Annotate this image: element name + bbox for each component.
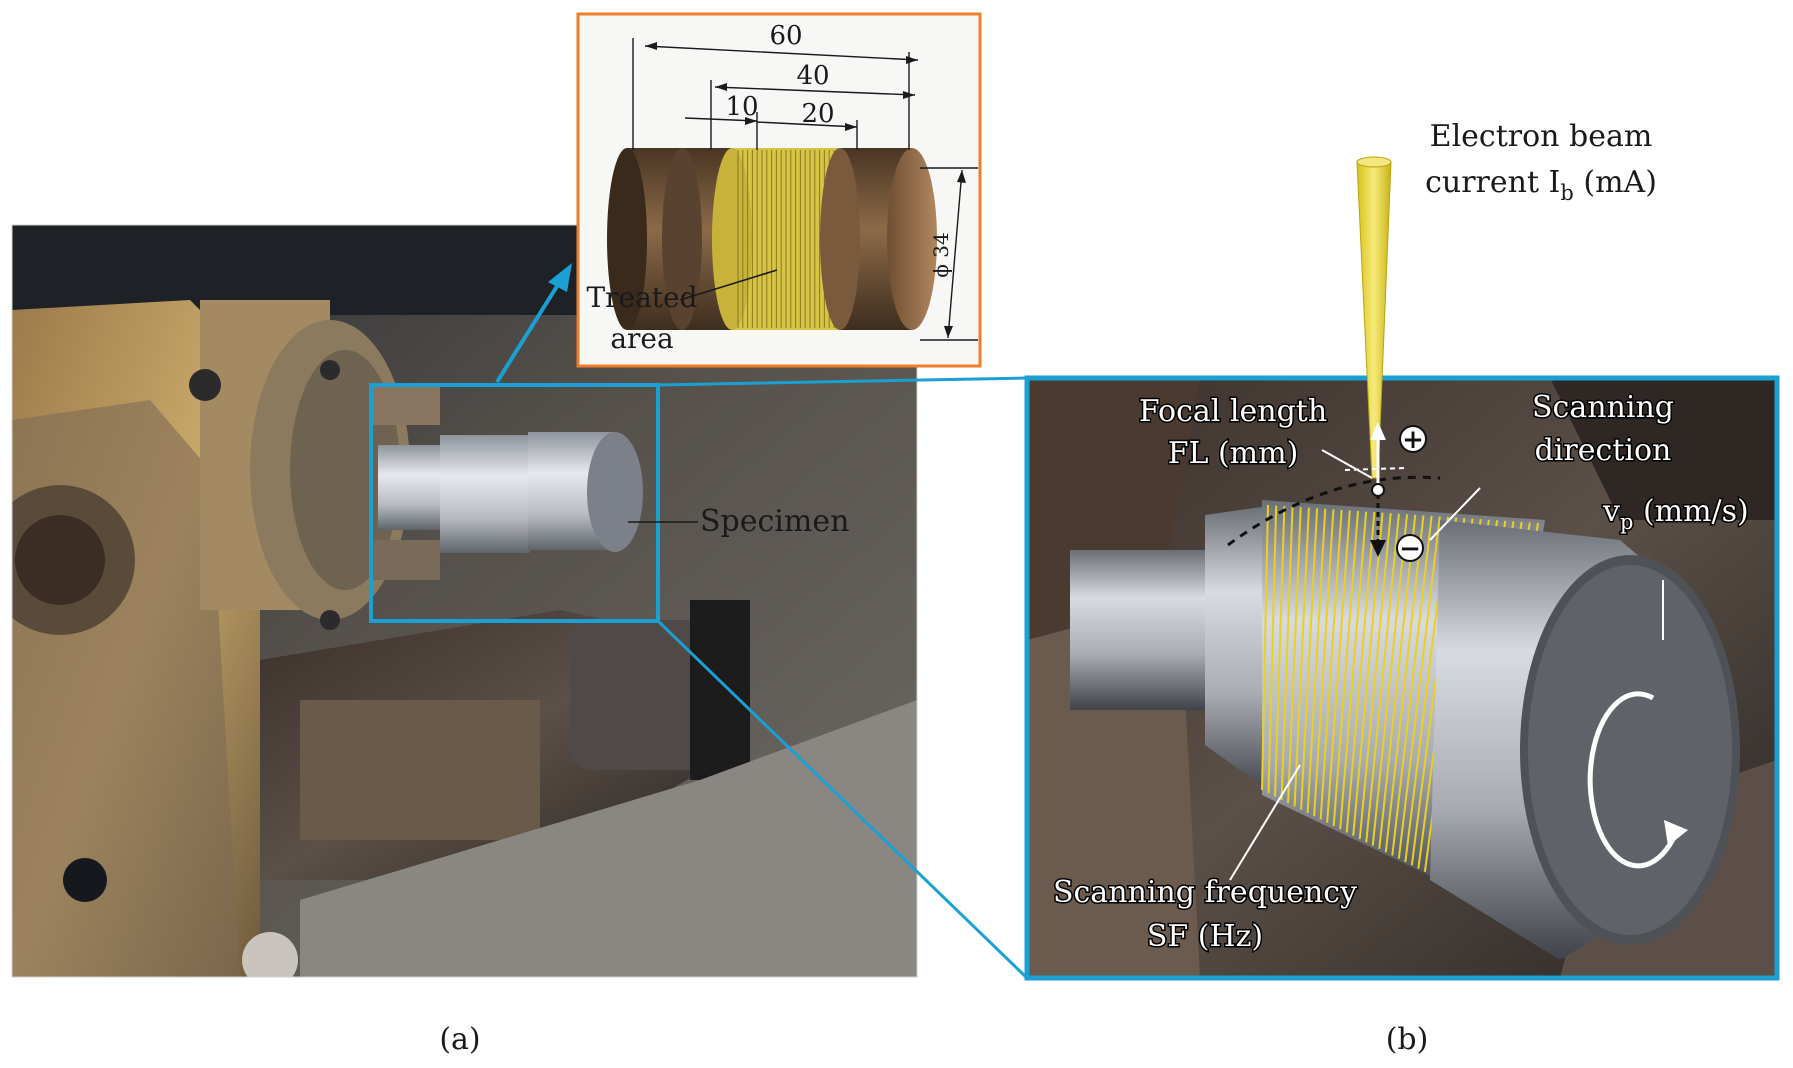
dim-line-dia (947, 169, 963, 339)
freq-label-line2: SF (Hz) (1147, 919, 1263, 954)
scan-track-stripe (1391, 515, 1433, 856)
dim-line-20 (756, 121, 858, 128)
arrow-10-right (745, 117, 757, 125)
arrow-dia-bottom (944, 326, 953, 338)
focal-plane-dashed (1344, 467, 1406, 471)
dim-label-diameter: ϕ 34 (929, 232, 953, 277)
beam-label-line2: current Ib (mA) (1425, 165, 1657, 205)
right-section-edge (820, 148, 860, 330)
scan-track-stripe (1339, 511, 1368, 830)
scan-track-stripe (1293, 507, 1310, 807)
scan-track-stripe (1358, 513, 1392, 840)
dim-label-20: 20 (801, 99, 834, 129)
scan-track-stripe (1267, 505, 1278, 794)
freq-label-line1: Scanning frequency (1053, 875, 1357, 910)
arrow-dia-top (957, 170, 966, 183)
panel-a-frame (11, 224, 918, 978)
scan-dir-label-line1: Scanning (1532, 390, 1674, 425)
speed-label-unit: (mm/s) (1633, 494, 1748, 529)
dim-label-40: 40 (796, 61, 829, 91)
beam-label-unit: (mA) (1574, 165, 1657, 200)
treated-label-line1: Treated (586, 281, 697, 314)
scan-track-stripe (1371, 514, 1409, 846)
dim-label-10: 10 (725, 92, 758, 122)
scan-track-stripe (1332, 510, 1359, 827)
dim-line-40 (714, 86, 916, 96)
scan-track-stripe (1280, 506, 1294, 800)
shoulder-edge (662, 148, 702, 330)
speed-label-main: v (1602, 494, 1620, 529)
treated-leader-line (679, 269, 778, 301)
scan-track-stripe (1300, 508, 1319, 810)
scan-track-stripe (1287, 507, 1302, 804)
scan-track-stripe (1274, 506, 1286, 797)
speed-label-sub: p (1620, 510, 1633, 534)
arrow-40-right (903, 91, 915, 99)
focal-point-marker (1371, 483, 1385, 497)
minus-circle (1396, 534, 1424, 562)
zoom-line-top (657, 376, 1028, 387)
focal-minus-arrowhead (1370, 540, 1386, 557)
scan-track-stripe (1319, 509, 1343, 820)
arrow-60-left (645, 42, 657, 50)
cylinder-right-face (887, 148, 937, 330)
freq-leader-line (1229, 764, 1301, 881)
beam-top (1356, 156, 1392, 168)
rotation-arrow (1587, 691, 1681, 869)
scan-track-stripe (1306, 508, 1327, 813)
focal-label-line1: Focal length (1139, 394, 1327, 429)
panel-b-label: (b) (1386, 1022, 1429, 1057)
scan-dir-leader-line (1429, 487, 1481, 541)
speed-label: vp (mm/s) (1602, 494, 1749, 534)
minus-sign: − (1399, 534, 1421, 564)
scan-track-stripe (1365, 513, 1400, 843)
rotation-arrowhead (1664, 820, 1688, 846)
focal-plus-arrowhead (1370, 422, 1386, 440)
treated-label-line2: area (610, 322, 673, 355)
zoom-line-bottom (656, 619, 1029, 980)
arrow-40-left (715, 83, 727, 91)
scan-dir-label-line2: direction (1535, 433, 1672, 468)
drawing-inset: 60 40 10 20 ϕ 34 Treated area (576, 12, 982, 368)
inset-callout-arrow (495, 281, 561, 384)
dim-line-60 (644, 45, 919, 61)
panel-b-photo (1027, 378, 1777, 978)
treated-area-edge (712, 148, 752, 330)
dim-label-60: 60 (769, 21, 802, 51)
scan-track-stripe (1384, 515, 1425, 853)
beam-label-sub: b (1560, 181, 1573, 205)
cylinder-left-cap (607, 148, 647, 330)
focal-leader-line (1321, 449, 1373, 479)
plus-sign: + (1402, 425, 1424, 455)
arrow-20-right (845, 123, 857, 131)
inset-callout-arrowhead (548, 263, 572, 292)
specimen-label: Specimen (700, 504, 849, 539)
scan-track-stripe (1397, 516, 1441, 859)
scan-track-stripe (1345, 512, 1376, 833)
scan-track-stripe (1352, 512, 1384, 836)
panel-b-frame (1024, 375, 1780, 981)
beam-label-main: current I (1425, 165, 1560, 200)
focal-arc-dashed (1227, 475, 1441, 547)
panel-a-label: (a) (439, 1022, 480, 1057)
focal-label-line2: FL (mm) (1168, 436, 1299, 471)
arrow-60-right (906, 56, 918, 64)
scan-track-stripe (1326, 510, 1351, 823)
scan-track-stripe (1313, 509, 1335, 817)
scan-track-stripe (1378, 514, 1417, 850)
beam-label-line1: Electron beam (1430, 119, 1653, 154)
zoom-region-box (369, 383, 660, 623)
plus-circle (1399, 425, 1427, 453)
scan-track-stripe (1261, 504, 1269, 791)
